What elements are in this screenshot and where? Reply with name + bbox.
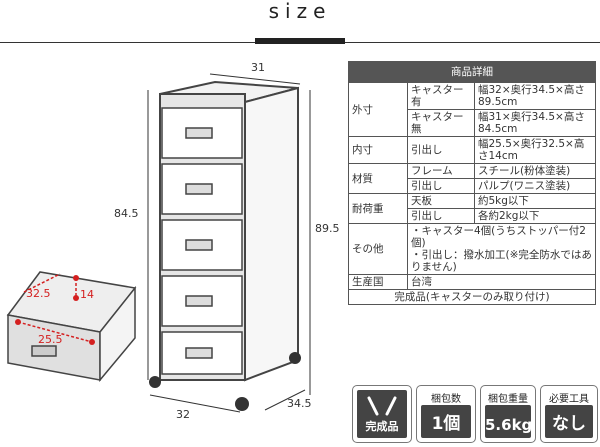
spec-group: 内寸 [348,136,408,164]
spec-sub: フレーム [407,163,475,179]
spec-sub: キャスター無 [407,109,475,137]
spec-value: 約5kg以下 [474,193,596,209]
dim-depth-bottom: 34.5 [287,397,312,410]
badge-tools-required: 必要工具 なし [540,385,598,443]
badge-label: 梱包数 [431,394,461,405]
dim-height-left: 84.5 [114,207,139,220]
spec-value: ・キャスター4個(うちストッパー付2個) ・引出し：撥水加工(※完全防水ではあり… [407,223,596,275]
spec-group: 生産国 [348,274,408,290]
badge-label: 必要工具 [549,394,589,405]
dim-width-bottom: 32 [176,408,190,421]
badge-package-weight: 梱包重量 5.6kg [480,385,536,443]
spec-footer: 完成品(キャスターのみ取り付け) [348,289,596,305]
badge-value: 1個 [431,414,461,434]
spec-value: 各約2kg以下 [474,208,596,224]
spec-group: 外寸 [348,82,408,137]
spec-sub: 引出し [407,208,475,224]
dim-width-top: 31 [251,61,265,74]
spec-sub: キャスター有 [407,82,475,110]
spec-group: その他 [348,223,408,275]
badge-assembled: 完成品 [352,385,412,443]
spec-sub: 引出し [407,178,475,194]
dim-height-right: 89.5 [315,222,340,235]
spec-value: 幅32×奥行34.5×高さ89.5cm [474,82,596,110]
badge-label: 梱包重量 [488,394,528,405]
divider-accent [255,38,345,44]
spec-group: 材質 [348,163,408,194]
spec-value: 幅31×奥行34.5×高さ84.5cm [474,109,596,137]
badge-value: 5.6kg [485,416,533,434]
spec-value: パルプ(ワニス塗装) [474,178,596,194]
badge-value: 完成品 [365,420,399,433]
spec-value: 台湾 [407,274,596,290]
tools-icon [367,396,397,416]
spec-value: スチール(粉体塗装) [474,163,596,179]
spec-sub: 引出し [407,136,475,164]
page-title: size [268,0,332,23]
spec-table: 商品詳細 外寸 キャスター有 幅32×奥行34.5×高さ89.5cm キャスター… [348,61,596,305]
dim-drawer-height: 14 [80,288,94,301]
spec-table-header: 商品詳細 [348,61,596,83]
spec-group: 耐荷重 [348,193,408,224]
badge-package-count: 梱包数 1個 [416,385,476,443]
badge-value: なし [552,414,586,434]
dim-drawer-width: 25.5 [38,333,63,346]
cabinet-illustration [6,73,311,413]
dim-drawer-depth: 32.5 [26,287,51,300]
spec-sub: 天板 [407,193,475,209]
spec-value: 幅25.5×奥行32.5×高さ14cm [474,136,596,164]
